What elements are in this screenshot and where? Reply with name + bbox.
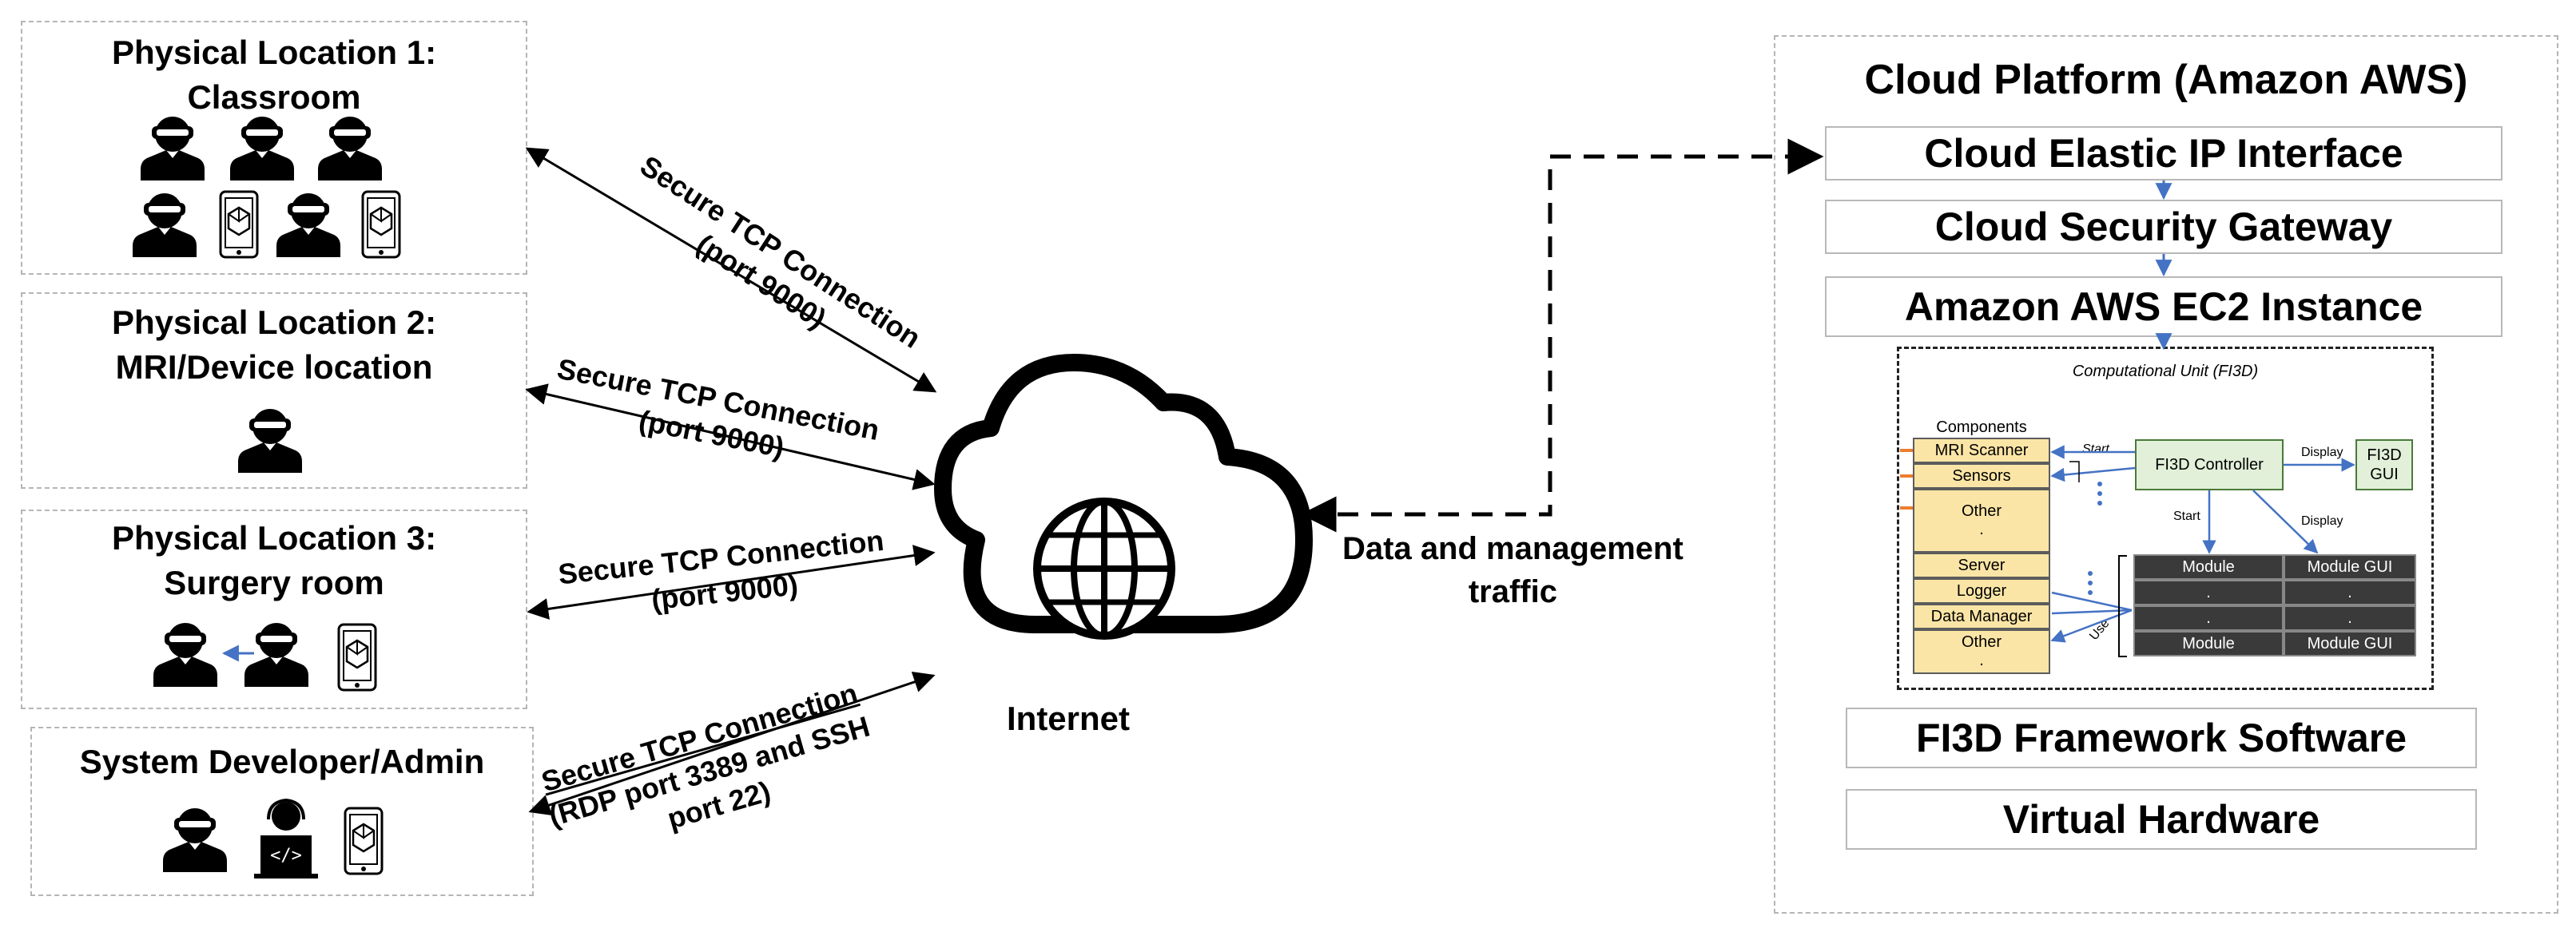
display-label: Display — [2301, 446, 2343, 459]
location-2-title: Physical Location 2: MRI/Device location — [111, 303, 437, 386]
module-gui-cell: Module GUI — [2284, 631, 2416, 656]
traffic-label: Data and management traffic — [1342, 531, 1684, 609]
module-gui-cell: . — [2284, 605, 2416, 631]
component-logger: Logger — [1913, 578, 2050, 604]
module-gui-cell: Module GUI — [2284, 554, 2416, 580]
component-sensors: Sensors — [1913, 463, 2050, 489]
svg-text:</>: </> — [270, 846, 302, 866]
internet-label: Internet — [1007, 700, 1131, 737]
person-icon — [276, 193, 340, 257]
start-label-2: Start — [2173, 510, 2200, 523]
display-label-2: Display — [2301, 514, 2343, 528]
person-icon — [141, 117, 205, 180]
ellipsis-icon — [2088, 482, 2102, 595]
components-heading: Components — [1936, 418, 2027, 436]
location-1-panel: Physical Location 1: Classroom — [21, 21, 527, 275]
module-cell: Module — [2133, 631, 2284, 656]
connection-3-arrow — [527, 545, 936, 620]
data-traffic-arrow — [1300, 138, 1824, 533]
person-icon — [230, 117, 294, 180]
component-other-2: Other. — [1913, 629, 2050, 674]
person-icon — [318, 117, 382, 180]
module-cell: Module — [2133, 554, 2284, 580]
component-data-manager: Data Manager — [1913, 604, 2050, 629]
location-3-title: Physical Location 3: Surgery room — [111, 519, 437, 601]
location-2-panel: Physical Location 2: MRI/Device location — [21, 292, 527, 489]
connection-4-arrow — [528, 671, 936, 816]
fi3d-controller: FI3D Controller — [2135, 439, 2284, 490]
admin-title: System Developer/Admin — [79, 743, 485, 780]
module-cell: . — [2133, 580, 2284, 605]
input-ticks — [1900, 449, 1913, 510]
arrow — [2050, 466, 2136, 482]
globe-icon — [1033, 498, 1175, 640]
phone-icon — [219, 190, 259, 259]
component-mri-scanner: MRI Scanner — [1913, 438, 2050, 463]
phone-icon — [337, 623, 377, 692]
framework-software-layer: FI3D Framework Software — [1846, 708, 2477, 768]
elastic-ip-layer: Cloud Elastic IP Interface — [1825, 126, 2502, 180]
component-other-1: Other. — [1913, 489, 2050, 553]
security-gateway-layer: Cloud Security Gateway — [1825, 200, 2502, 254]
module-bracket — [2118, 555, 2127, 657]
virtual-hardware-layer: Virtual Hardware — [1846, 789, 2477, 850]
person-icon — [133, 193, 197, 257]
person-icon — [163, 808, 227, 872]
components-bracket — [2069, 461, 2080, 482]
ec2-instance-layer: Amazon AWS EC2 Instance — [1825, 276, 2502, 337]
location-3-panel: Physical Location 3: Surgery room — [21, 510, 527, 709]
connection-1-arrow — [525, 147, 937, 393]
location-1-title: Physical Location 1: Classroom — [111, 34, 437, 116]
admin-panel: System Developer/Admin — [30, 727, 534, 896]
fi3d-gui: FI3D GUI — [2355, 439, 2413, 490]
component-server: Server — [1913, 553, 2050, 578]
person-icon — [153, 623, 217, 687]
connection-2-arrow — [525, 383, 936, 490]
unit-title: Computational Unit (FI3D) — [2072, 363, 2259, 380]
person-icon — [238, 409, 302, 473]
person-icon — [244, 623, 308, 687]
arrow — [2252, 490, 2319, 554]
module-cell: . — [2133, 605, 2284, 631]
developer-laptop-icon: </> — [254, 798, 318, 879]
cloud-platform-title: Cloud Platform (Amazon AWS) — [1864, 57, 2468, 103]
phone-icon — [361, 190, 401, 259]
phone-icon — [344, 807, 384, 875]
module-gui-cell: . — [2284, 580, 2416, 605]
